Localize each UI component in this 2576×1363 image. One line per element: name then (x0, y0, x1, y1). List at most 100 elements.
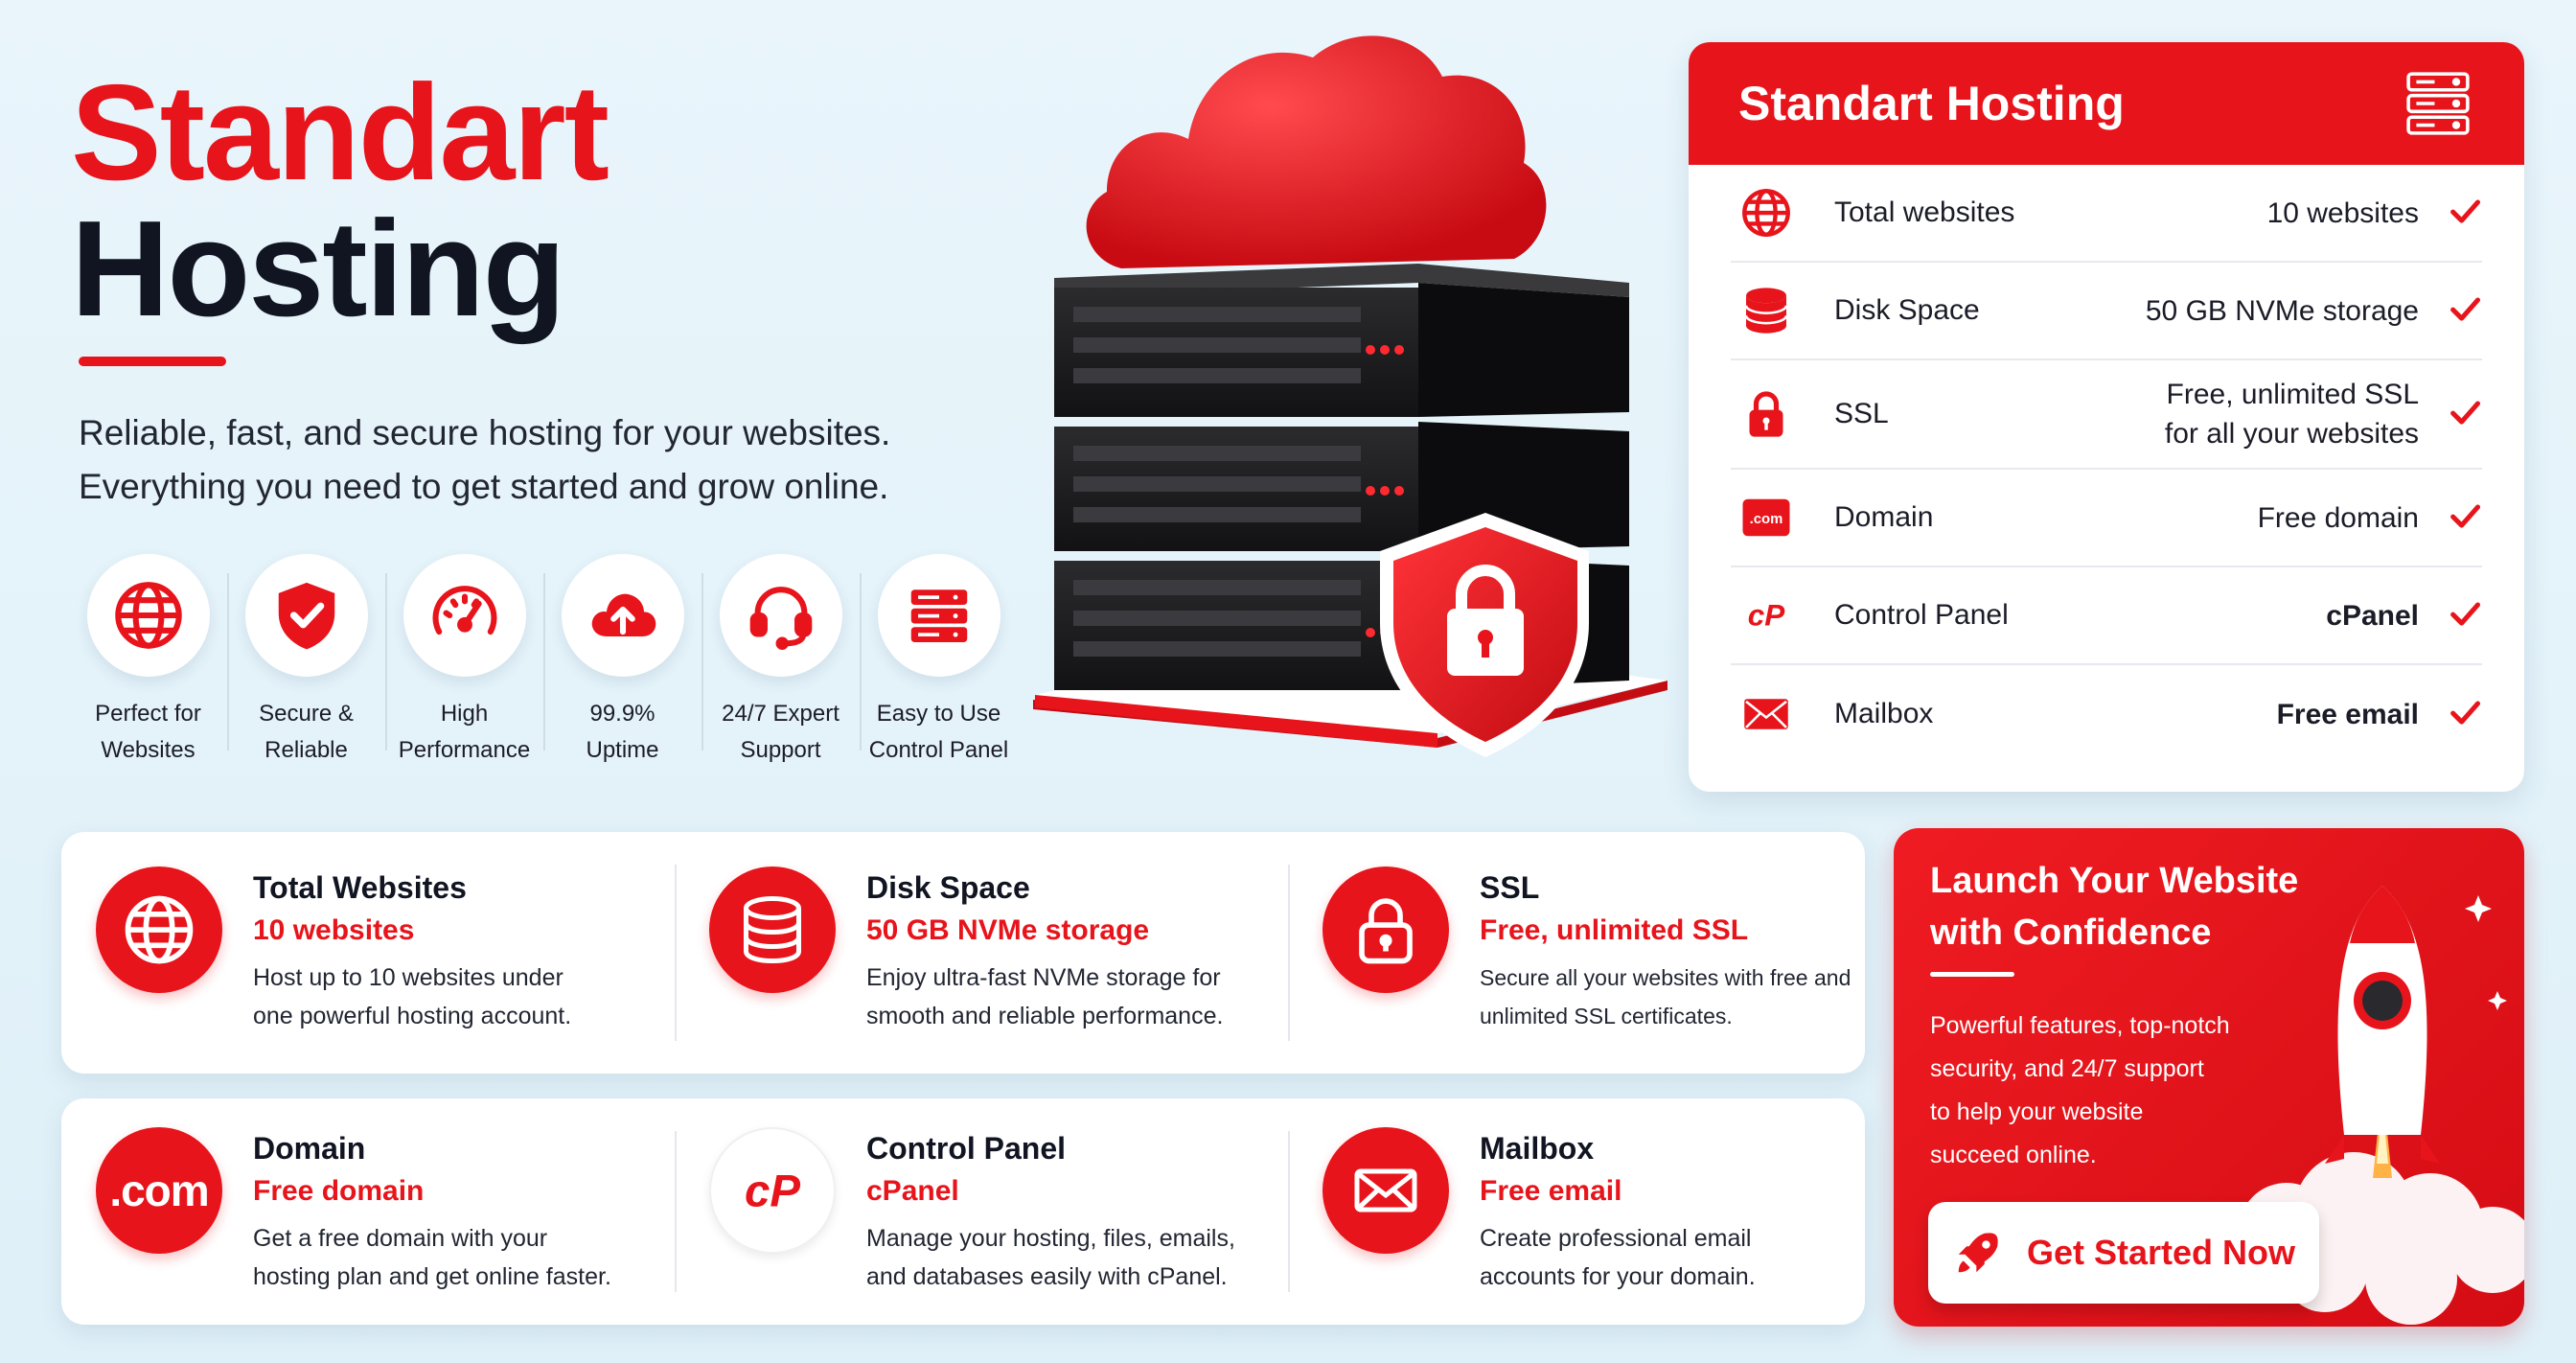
feature-high-performance: High Performance (385, 554, 543, 774)
rocket-icon (1958, 1233, 1998, 1273)
plan-row-control-panel: cP Control Panel cPanel (1731, 567, 2482, 665)
card-description: Get a free domain with your hosting plan… (253, 1225, 611, 1290)
plan-row-label: SSL (1834, 398, 1889, 429)
feature-label: Easy to Use Control Panel (868, 701, 1009, 763)
check-icon (2448, 498, 2482, 538)
plan-row-label: Total websites (1834, 196, 2015, 228)
cpanel-icon: cP (709, 1127, 836, 1254)
mail-icon (1322, 1127, 1449, 1254)
shield-lock-icon (1380, 513, 1589, 757)
plan-row-value: 10 websites (2266, 196, 2419, 229)
card-disk-space: Disk Space 50 GB NVMe storage Enjoy ultr… (675, 832, 1288, 1074)
plan-row-mailbox: Mailbox Free email (1731, 665, 2482, 763)
plan-row-total-websites: Total websites 10 websites (1731, 165, 2482, 263)
feature-perfect-for-websites: Perfect for Websites (69, 554, 227, 774)
card-description: Enjoy ultra-fast NVMe storage for smooth… (866, 964, 1224, 1029)
feature-cards-row-1: Total Websites 10 websites Host up to 10… (61, 832, 1865, 1074)
speedometer-icon (402, 554, 526, 677)
title-line-hosting: Hosting (71, 193, 565, 345)
dotcom-icon: .com (96, 1127, 222, 1254)
card-subtitle: 50 GB NVMe storage (866, 914, 1150, 946)
launch-divider (1930, 972, 2014, 977)
server-panel-icon (877, 554, 1000, 677)
feature-control-panel: Easy to Use Control Panel (860, 554, 1018, 774)
title-line-standart: Standart (71, 57, 610, 209)
dotcom-icon: .com (1736, 488, 1796, 547)
launch-description: Powerful features, top-notch security, a… (1930, 1012, 2230, 1168)
feature-secure-reliable: Secure & Reliable (227, 554, 385, 774)
plan-row-value: Free domain (2257, 501, 2419, 534)
globe-icon (86, 554, 210, 677)
plan-row-value: cPanel (2326, 599, 2419, 632)
feature-label: High Performance (398, 701, 531, 763)
plan-title: Standart Hosting (1738, 77, 2125, 130)
plan-row-label: Domain (1834, 501, 1934, 533)
check-icon (2448, 291, 2482, 331)
plan-row-value: Free, unlimited SSL for all your website… (2164, 379, 2419, 450)
title-underline (79, 357, 226, 366)
headset-icon (719, 554, 842, 677)
card-title: Disk Space (866, 870, 1030, 905)
plan-row-value: Free email (2276, 698, 2419, 730)
check-icon (2448, 695, 2482, 734)
feature-uptime: 99.9% Uptime (543, 554, 702, 774)
database-icon (1736, 281, 1796, 340)
lock-icon (1736, 384, 1796, 444)
plan-row-domain: .com Domain Free domain (1731, 470, 2482, 567)
card-subtitle: 10 websites (253, 914, 415, 946)
cloud-upload-icon (561, 554, 684, 677)
card-total-websites: Total Websites 10 websites Host up to 10… (61, 832, 675, 1074)
card-subtitle: Free domain (253, 1175, 425, 1207)
feature-highlights: Perfect for Websites Secure & Reliable H… (69, 554, 1018, 774)
server-cloud-illustration (1033, 35, 1668, 757)
feature-label: 99.9% Uptime (586, 701, 659, 763)
get-started-button[interactable]: Get Started Now (1928, 1202, 2319, 1304)
lock-icon (1322, 866, 1449, 993)
card-subtitle: cPanel (866, 1175, 959, 1207)
card-control-panel: cP Control Panel cPanel Manage your host… (675, 1098, 1288, 1325)
plan-summary-card: Standart Hosting Total websites 10 websi… (1689, 42, 2524, 792)
card-mailbox: Mailbox Free email Create professional e… (1288, 1098, 1901, 1325)
globe-icon (1736, 183, 1796, 243)
plan-row-value: 50 GB NVMe storage (2145, 294, 2419, 327)
plan-row-label: Disk Space (1834, 294, 1980, 326)
card-title: Control Panel (866, 1131, 1067, 1166)
get-started-label: Get Started Now (2026, 1233, 2296, 1272)
check-icon (2448, 194, 2482, 233)
launch-cta-card: Launch Your Website with Confidence Powe… (1894, 828, 2524, 1327)
globe-icon (96, 866, 222, 993)
feature-label: Secure & Reliable (259, 701, 354, 763)
check-icon (2448, 395, 2482, 434)
cpanel-icon: cP (1736, 586, 1796, 645)
plan-row-ssl: SSL Free, unlimited SSL for all your web… (1731, 360, 2482, 470)
feature-support: 24/7 Expert Support (702, 554, 860, 774)
svg-text:cP: cP (1748, 598, 1786, 633)
database-icon (709, 866, 836, 993)
server-rack-icon (2406, 72, 2470, 135)
feature-label: Perfect for Websites (95, 701, 201, 763)
mail-icon (1736, 684, 1796, 744)
hero-subtitle: Reliable, fast, and secure hosting for y… (79, 413, 891, 506)
feature-label: 24/7 Expert Support (722, 701, 840, 763)
launch-title: Launch Your Website with Confidence (1930, 861, 2299, 953)
card-description: Manage your hosting, files, emails, and … (866, 1225, 1235, 1290)
card-title: SSL (1480, 870, 1540, 905)
feature-cards-row-2: .com Domain Free domain Get a free domai… (61, 1098, 1865, 1325)
svg-text:cP: cP (745, 1166, 800, 1216)
plan-row-label: Control Panel (1834, 599, 2009, 631)
plan-row-disk-space: Disk Space 50 GB NVMe storage (1731, 263, 2482, 360)
card-title: Mailbox (1480, 1131, 1595, 1166)
check-icon (2448, 596, 2482, 635)
card-description: Create professional email accounts for y… (1480, 1225, 1756, 1290)
page-title: Standart Hosting (71, 57, 610, 345)
card-description: Secure all your websites with free and u… (1480, 965, 1852, 1028)
card-title: Domain (253, 1131, 366, 1166)
card-ssl: SSL Free, unlimited SSL Secure all your … (1288, 832, 1901, 1074)
svg-text:.com: .com (1750, 512, 1783, 527)
shield-check-icon (244, 554, 368, 677)
plan-row-label: Mailbox (1834, 698, 1934, 729)
plan-header: Standart Hosting (1689, 42, 2524, 165)
card-subtitle: Free email (1480, 1175, 1622, 1207)
card-title: Total Websites (253, 870, 467, 905)
card-domain: .com Domain Free domain Get a free domai… (61, 1098, 675, 1325)
